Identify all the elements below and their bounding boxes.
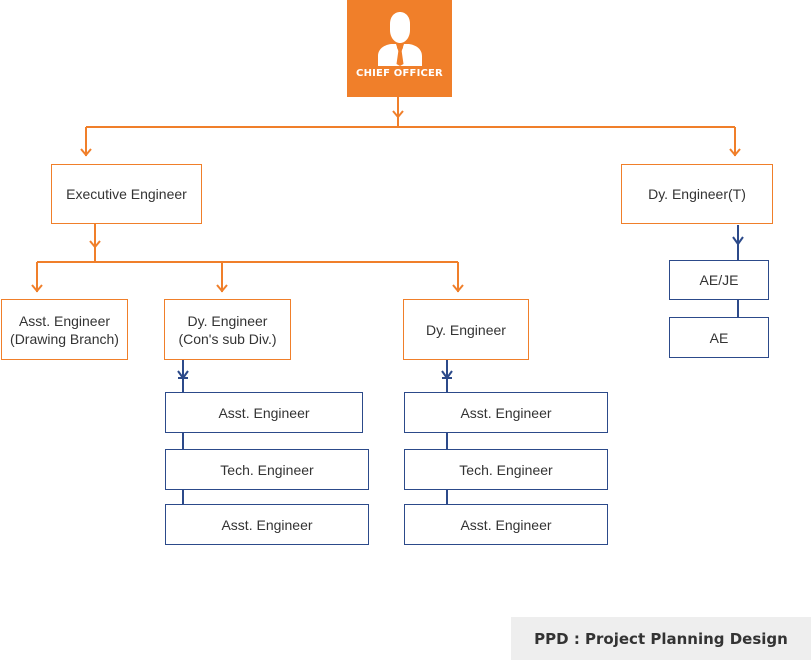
blue-connectors	[177, 225, 744, 504]
cons-asst-engineer-node: Asst. Engineer	[165, 392, 363, 433]
cons-tech-engineer-node: Tech. Engineer	[165, 449, 369, 490]
cons-asst-engineer-label: Asst. Engineer	[218, 404, 310, 421]
ae-je-label: AE/JE	[699, 272, 739, 288]
ae-je-node: AE/JE	[669, 260, 769, 300]
dy-asst-engineer-2-node: Asst. Engineer	[404, 504, 608, 545]
dy-engineer-cons-node: Dy. Engineer (Con's sub Div.)	[164, 299, 291, 360]
cons-asst-engineer-2-node: Asst. Engineer	[165, 504, 369, 545]
dy-asst-engineer-node: Asst. Engineer	[404, 392, 608, 433]
cons-asst-engineer-2-label: Asst. Engineer	[221, 516, 313, 533]
asst-engineer-drawing-label: Asst. Engineer (Drawing Branch)	[10, 312, 119, 347]
executive-engineer-label: Executive Engineer	[66, 186, 187, 202]
dy-engineer-t-label: Dy. Engineer(T)	[648, 186, 746, 202]
dy-asst-engineer-label: Asst. Engineer	[460, 404, 552, 421]
chief-officer-node: CHIEF OFFICER	[347, 0, 452, 97]
asst-engineer-drawing-node: Asst. Engineer (Drawing Branch)	[1, 299, 128, 360]
dy-tech-engineer-node: Tech. Engineer	[404, 449, 608, 490]
chief-officer-label: CHIEF OFFICER	[356, 68, 443, 79]
dy-engineer-label: Dy. Engineer	[426, 321, 506, 338]
executive-engineer-node: Executive Engineer	[51, 164, 202, 224]
footer-legend: PPD : Project Planning Design	[511, 617, 811, 660]
cons-tech-engineer-label: Tech. Engineer	[220, 461, 314, 478]
dy-engineer-node: Dy. Engineer	[403, 299, 529, 360]
dy-engineer-t-node: Dy. Engineer(T)	[621, 164, 773, 224]
person-tie-icon	[377, 12, 422, 66]
orange-connectors	[31, 97, 741, 293]
footer-legend-text: PPD : Project Planning Design	[534, 629, 788, 648]
dy-engineer-cons-label: Dy. Engineer (Con's sub Div.)	[178, 312, 277, 347]
ae-node: AE	[669, 317, 769, 358]
dy-asst-engineer-2-label: Asst. Engineer	[460, 516, 552, 533]
ae-label: AE	[709, 329, 729, 346]
dy-tech-engineer-label: Tech. Engineer	[459, 461, 553, 478]
